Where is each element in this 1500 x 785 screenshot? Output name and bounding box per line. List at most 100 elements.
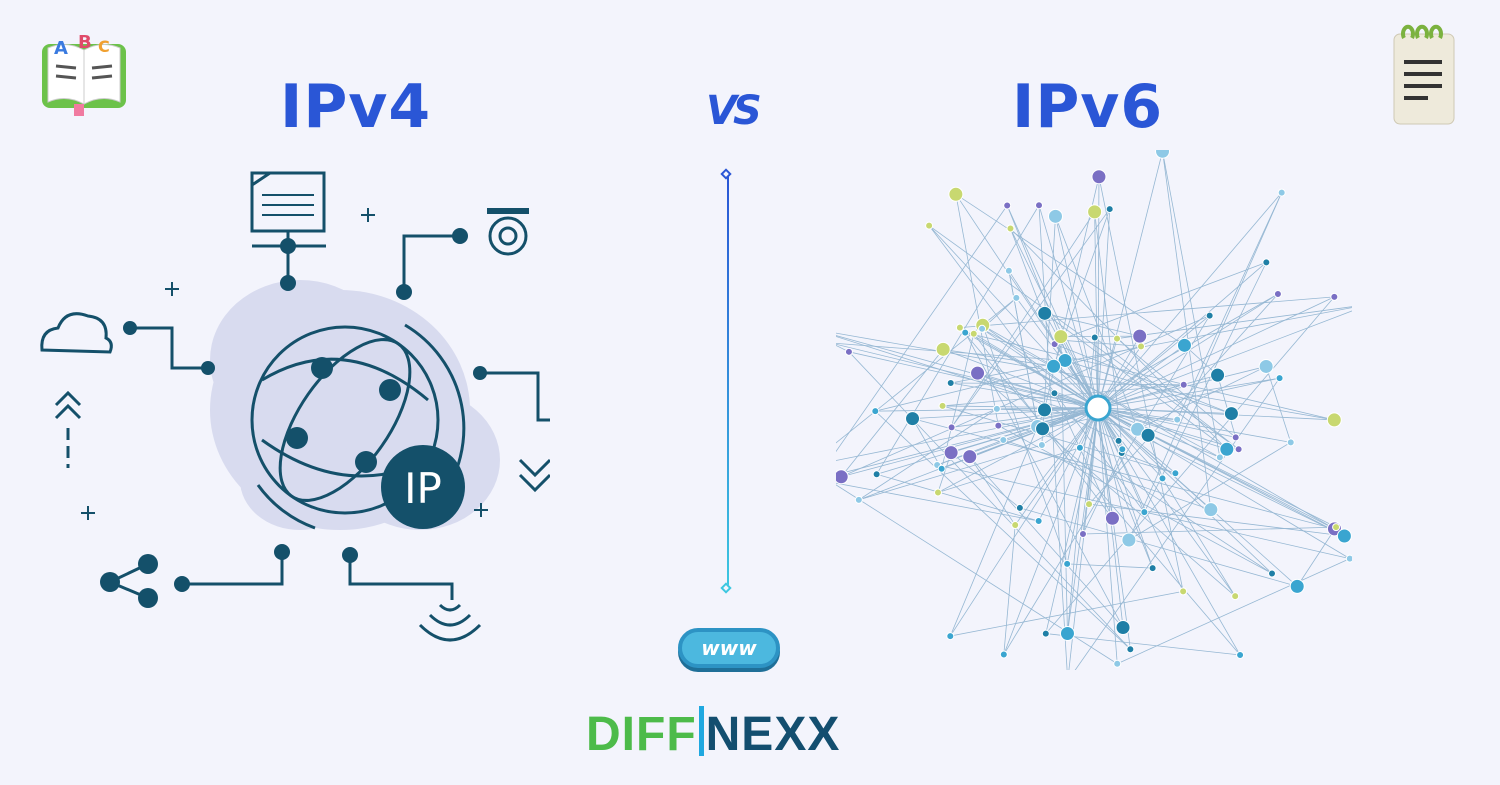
network-node	[1286, 438, 1295, 447]
logo-part1: DIFF	[586, 708, 697, 761]
ip-badge: IP	[404, 464, 442, 513]
divider-top-marker	[720, 168, 732, 180]
network-node	[1121, 532, 1137, 548]
network-node	[946, 379, 955, 388]
network-node	[969, 329, 978, 338]
network-node	[1275, 374, 1284, 383]
network-node	[871, 407, 880, 416]
network-node	[1034, 517, 1043, 526]
network-node	[1231, 433, 1240, 442]
network-node	[1277, 188, 1286, 197]
network-node	[1037, 402, 1053, 418]
network-node	[1205, 311, 1214, 320]
network-node	[1048, 208, 1064, 224]
network-node	[1179, 587, 1188, 596]
network-node	[1289, 578, 1305, 594]
network-node	[1090, 333, 1099, 342]
network-node	[992, 404, 1001, 413]
divider-bottom-marker	[720, 582, 732, 594]
network-node	[937, 464, 946, 473]
network-node	[1158, 474, 1167, 483]
network-node	[1326, 412, 1342, 428]
network-node	[1155, 150, 1171, 159]
network-node	[1273, 290, 1282, 299]
network-node	[1171, 469, 1180, 478]
network-node	[854, 495, 863, 504]
ipv4-network-illustration: IP	[40, 171, 550, 642]
network-node	[844, 347, 853, 356]
network-node	[1223, 406, 1239, 422]
network-node	[1336, 528, 1352, 544]
network-node	[955, 323, 964, 332]
network-node	[1059, 626, 1075, 642]
notepad-icon	[1393, 24, 1455, 125]
network-node	[1210, 367, 1226, 383]
network-node	[1006, 224, 1015, 233]
network-node	[1041, 629, 1050, 638]
network-node	[1015, 503, 1024, 512]
network-node	[1004, 266, 1013, 275]
network-node	[1118, 445, 1127, 454]
network-node	[1258, 358, 1274, 374]
ipv6-network-illustration	[836, 150, 1352, 670]
network-node	[962, 449, 978, 465]
network-node	[1075, 443, 1084, 452]
network-node	[1011, 521, 1020, 530]
network-node	[1037, 305, 1053, 321]
network-node	[978, 324, 987, 333]
svg-text:B: B	[78, 32, 92, 53]
network-node	[1262, 258, 1271, 267]
network-node	[1035, 201, 1044, 210]
network-node	[1050, 389, 1059, 398]
vs-label: VS	[706, 88, 762, 134]
network-node	[1012, 293, 1021, 302]
network-node	[1236, 650, 1245, 659]
network-node	[961, 328, 970, 337]
network-node	[1179, 380, 1188, 389]
ipv6-title: IPv6	[1012, 72, 1164, 142]
network-node	[1176, 337, 1192, 353]
network-node	[1234, 445, 1243, 454]
book-icon: A B C	[42, 32, 126, 116]
www-badge: www	[678, 628, 780, 668]
vs-divider-line	[727, 176, 729, 588]
network-node	[946, 632, 955, 641]
network-node	[1053, 329, 1069, 345]
network-node	[999, 435, 1008, 444]
network-node	[999, 650, 1008, 659]
network-node	[1037, 441, 1046, 450]
network-node	[1104, 510, 1120, 526]
network-node	[1148, 564, 1157, 573]
network-node	[933, 488, 942, 497]
network-node	[1215, 453, 1224, 462]
network-node	[935, 341, 951, 357]
network-node	[1140, 508, 1149, 517]
svg-text:A: A	[54, 38, 68, 59]
network-node	[1137, 342, 1146, 351]
network-node	[905, 411, 921, 427]
network-node	[1268, 569, 1277, 578]
network-node	[1132, 328, 1148, 344]
network-node	[1140, 427, 1156, 443]
network-node	[947, 423, 956, 432]
logo-part2: NEXX	[705, 708, 841, 761]
network-node	[1078, 529, 1087, 538]
network-node	[1345, 554, 1352, 563]
network-node	[872, 470, 881, 479]
network-node	[1035, 421, 1051, 437]
network-node	[970, 365, 986, 381]
network-node	[1087, 204, 1103, 220]
network-node	[1126, 645, 1135, 654]
ipv4-title: IPv4	[280, 72, 432, 142]
network-node	[1173, 415, 1182, 424]
logo-separator	[698, 706, 704, 756]
network-node	[1113, 334, 1122, 343]
network-node	[1330, 292, 1339, 301]
network-node	[1085, 500, 1094, 509]
network-node	[1003, 201, 1012, 210]
network-node	[1114, 436, 1123, 445]
network-node	[1332, 523, 1341, 532]
network-node	[1063, 559, 1072, 568]
network-node	[1231, 592, 1240, 601]
